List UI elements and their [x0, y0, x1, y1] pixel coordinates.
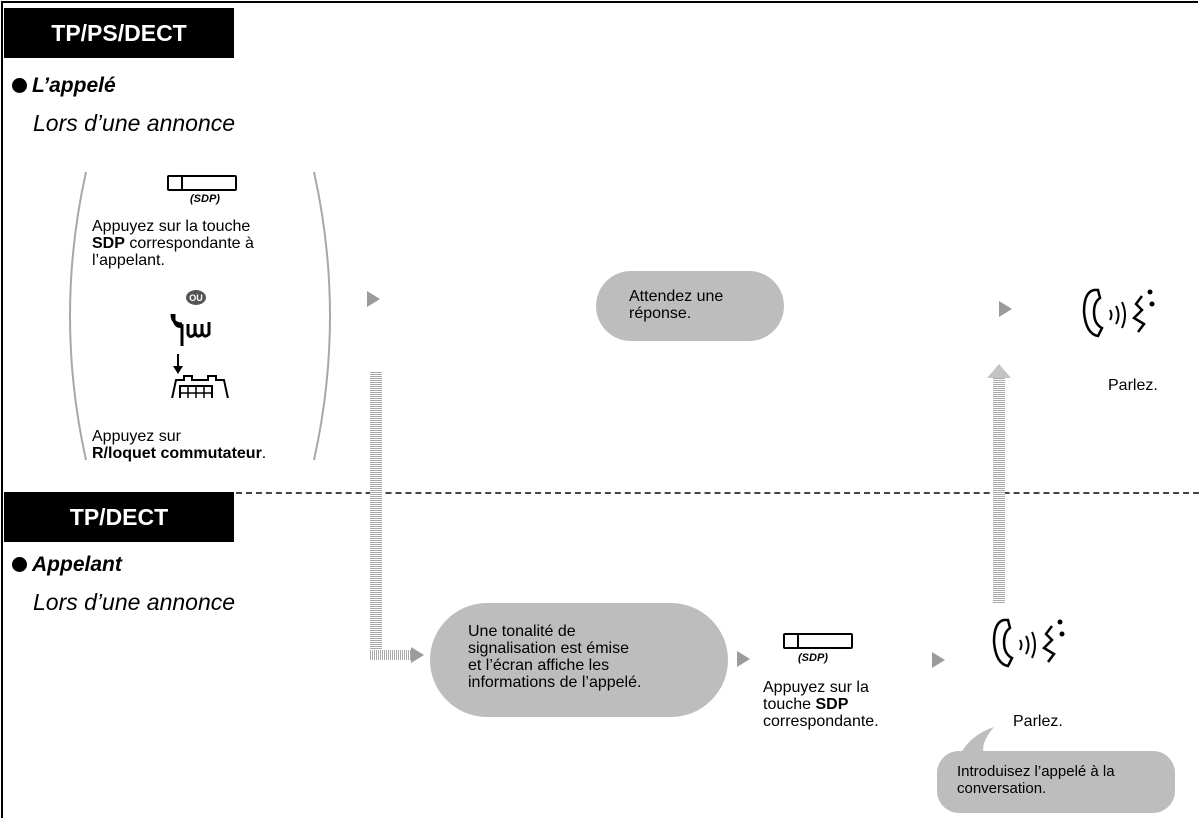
wait-response-bubble: Attendez une réponse.: [596, 271, 784, 341]
text-end: .: [261, 445, 267, 462]
text-line: SDP correspondante à: [92, 235, 254, 252]
bullet-label: Appelant: [32, 553, 122, 576]
tone-signal-bubble: Une tonalité de signalisation est émise …: [430, 603, 728, 717]
sdp-key-caption: (SDP): [798, 652, 828, 664]
option-group-brackets: [69, 171, 331, 461]
bubble-line: et l’écran affiche les: [468, 657, 610, 674]
text-line: Appuyez sur la: [763, 679, 869, 696]
text-bold: R/loquet commutateur: [92, 445, 262, 462]
sdp-key-icon: [167, 175, 237, 191]
flow-arrow-icon: [932, 652, 945, 668]
step-press-sdp-text: Appuyez sur la touche SDP correspondante…: [763, 679, 879, 730]
subtitle: Lors d’une annonce: [33, 589, 236, 615]
bullet-heading-caller: Appelant: [12, 553, 122, 577]
text-rest: correspondante à: [124, 235, 254, 252]
flow-connector-vertical: [370, 372, 382, 660]
bubble-line: informations de l’appelé.: [468, 674, 642, 691]
talk-label: Parlez.: [1108, 377, 1158, 394]
step-press-sdp-text: Appuyez sur la touche SDP correspondante…: [92, 218, 254, 269]
text-bold: SDP: [92, 235, 125, 252]
sdp-key-icon: [783, 633, 853, 649]
bullet-dot-icon: [12, 78, 27, 93]
text-line: l’appelant.: [92, 252, 165, 269]
flow-arrow-icon: [367, 291, 380, 307]
speech-bubble-tail: [960, 727, 994, 755]
bubble-line: conversation.: [957, 780, 1047, 797]
text-pre: touche: [763, 696, 816, 713]
bullet-heading-callee: L’appelé: [12, 74, 116, 98]
up-arrow-icon: [987, 364, 1011, 378]
section-tab-tp-ps-dect: TP/PS/DECT: [4, 8, 234, 58]
section-tab-label: TP/PS/DECT: [51, 19, 187, 46]
text-bold: SDP: [815, 696, 849, 713]
bullet-label: L’appelé: [32, 74, 116, 97]
bubble-line: Une tonalité de: [468, 623, 576, 640]
section-divider: [236, 492, 1199, 494]
flow-arrow-icon: [411, 647, 424, 663]
step-press-hookswitch-text: Appuyez sur R/loquet commutateur.: [92, 428, 266, 462]
handset-talk-icon: [1082, 288, 1155, 338]
sdp-key-caption: (SDP): [190, 193, 220, 205]
bubble-line: Introduisez l’appelé à la: [957, 763, 1115, 780]
bullet-dot-icon: [12, 557, 27, 572]
flow-arrow-icon: [999, 301, 1012, 317]
flow-connector-horizontal: [370, 650, 412, 660]
flow-arrow-icon: [737, 651, 750, 667]
or-badge: OU: [186, 290, 206, 305]
bubble-line: réponse.: [629, 305, 692, 322]
section-tab-label: TP/DECT: [69, 503, 169, 530]
handset-talk-icon: [992, 618, 1065, 668]
bubble-line: signalisation est émise: [468, 640, 629, 657]
text-line: Appuyez sur: [92, 428, 181, 445]
text-line: Appuyez sur la touche: [92, 218, 251, 235]
finger-press-icon: [170, 313, 229, 398]
section-tab-tp-dect: TP/DECT: [4, 492, 234, 542]
text-line: correspondante.: [763, 713, 879, 730]
subtitle: Lors d’une annonce: [33, 110, 236, 136]
flow-connector-up: [993, 378, 1005, 604]
text-line: R/loquet commutateur.: [92, 445, 266, 462]
talk-label: Parlez.: [1013, 713, 1063, 730]
bubble-line: Attendez une: [629, 288, 724, 305]
introduce-callee-bubble: Introduisez l’appelé à la conversation.: [937, 751, 1175, 813]
text-line: touche SDP: [763, 696, 879, 713]
